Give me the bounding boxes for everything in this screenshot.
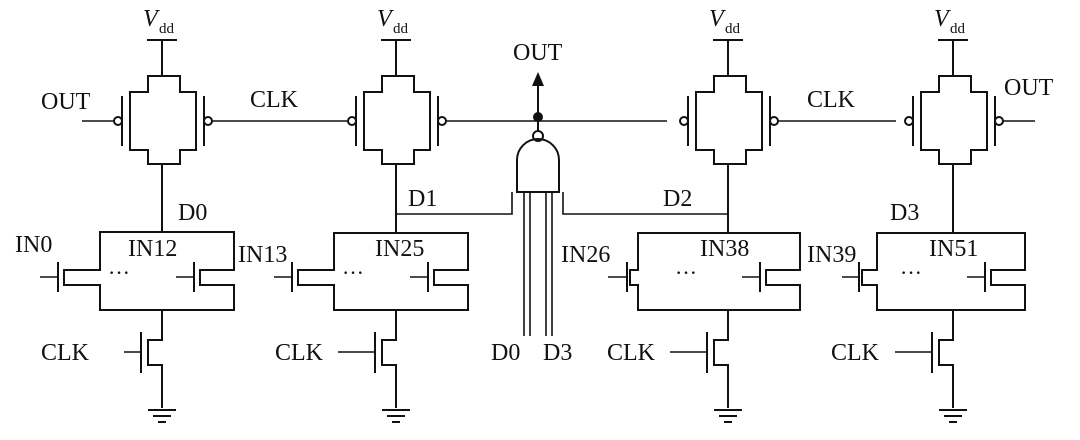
input-label: IN39 — [807, 242, 856, 268]
keeper-pmos-right-0 — [162, 75, 197, 165]
vdd-label-1: V dd — [377, 6, 409, 37]
ellipsis: ··· — [108, 260, 130, 285]
clk-label: CLK — [41, 340, 90, 366]
pmos-gate-bubble — [347, 116, 357, 126]
input-label: IN13 — [238, 242, 287, 268]
clk-label: CLK — [807, 87, 856, 113]
pmos-gate-bubble — [203, 116, 213, 126]
out-label-3: OUT — [1004, 75, 1054, 101]
keeper-pmos-right-1 — [396, 75, 431, 165]
svg-text:dd: dd — [159, 21, 175, 37]
node-label-d2: D2 — [663, 186, 692, 212]
pulldown-network-2 — [629, 232, 729, 408]
input-label: IN38 — [700, 236, 749, 262]
input-label: IN51 — [929, 236, 978, 262]
stage-1: V dd D1 IN13 IN25 ··· CLK — [238, 6, 469, 423]
ground-icon — [714, 409, 742, 423]
clk-label: CLK — [831, 340, 880, 366]
pmos-gate-bubble — [113, 116, 123, 126]
pulldown-network-3-right — [953, 232, 1026, 311]
pulldown-network-0 — [63, 205, 163, 408]
input-label: IN0 — [15, 232, 52, 258]
stage-3: V dd OUT D3 IN51 ··· CLK — [831, 6, 1054, 423]
pulldown-network-2-right — [728, 232, 801, 311]
ellipsis: ··· — [675, 260, 697, 285]
pulldown-network-1 — [297, 232, 397, 408]
d2-wire — [562, 192, 728, 215]
keeper-pmos-right-3 — [953, 75, 988, 165]
svg-text:V: V — [143, 6, 160, 32]
pmos-gate-bubble — [679, 116, 689, 126]
keeper-pmos-left-1 — [363, 40, 397, 233]
vdd-label-2: V dd — [709, 6, 741, 37]
keeper-pmos-right-2 — [728, 75, 763, 165]
node-label-d1: D1 — [408, 186, 437, 212]
input-label: IN25 — [375, 236, 424, 262]
ellipsis: ··· — [900, 260, 922, 285]
clk-label: CLK — [607, 340, 656, 366]
keeper-pmos-left-0 — [129, 40, 163, 205]
pulldown-network-0-right — [162, 231, 235, 311]
pmos-gate-bubble — [994, 116, 1004, 126]
gate-input-label-d0: D0 — [491, 340, 520, 366]
keeper-pmos-left-3 — [920, 40, 954, 233]
svg-text:V: V — [377, 6, 394, 32]
pmos-gate-bubble — [769, 116, 779, 126]
pmos-gate-bubble — [437, 116, 447, 126]
gate-input-label-d3: D3 — [543, 340, 572, 366]
input-label: IN12 — [128, 236, 177, 262]
output-nand-gate: OUT D0 D3 — [396, 40, 728, 366]
node-label-d0: D0 — [178, 200, 207, 226]
pulldown-network-3 — [861, 232, 954, 408]
pulldown-network-1-right — [396, 232, 469, 311]
svg-text:dd: dd — [393, 21, 409, 37]
svg-text:V: V — [934, 6, 951, 32]
clk-label: CLK — [275, 340, 324, 366]
vdd-label-0: V dd — [143, 6, 175, 37]
ellipsis: ··· — [342, 260, 364, 285]
svg-text:V: V — [709, 6, 726, 32]
input-label: IN26 — [561, 242, 610, 268]
out-label-center: OUT — [513, 40, 563, 66]
vdd-label-3: V dd — [934, 6, 966, 37]
nand-body — [516, 138, 560, 193]
ground-icon — [939, 409, 967, 423]
stage-2: V dd D2 IN26 IN38 IN39 ··· CLK — [561, 6, 856, 423]
svg-text:dd: dd — [950, 21, 966, 37]
ground-icon — [148, 409, 176, 423]
pmos-gate-bubble — [904, 116, 914, 126]
ground-icon — [382, 409, 410, 423]
clk-label: CLK — [250, 87, 299, 113]
d1-wire — [396, 192, 513, 215]
node-label-d3: D3 — [890, 200, 919, 226]
out-label-0: OUT — [41, 89, 91, 115]
out-arrow-icon — [532, 72, 544, 86]
keeper-pmos-left-2 — [695, 40, 729, 233]
stage-0: V dd OUT D0 IN0 IN12 ··· CLK — [15, 6, 235, 423]
svg-text:dd: dd — [725, 21, 741, 37]
